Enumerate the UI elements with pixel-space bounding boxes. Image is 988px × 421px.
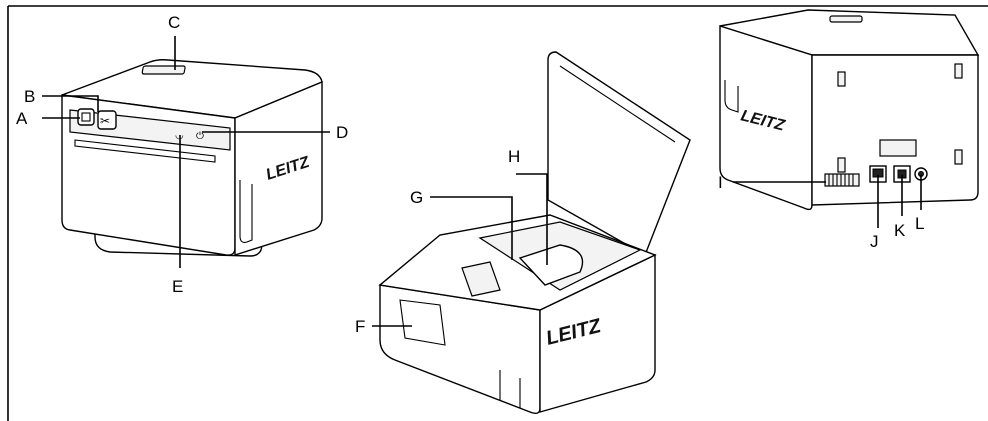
- callout-a: A: [16, 109, 28, 128]
- front-view-paper-slot: [141, 65, 186, 75]
- back-view-back-face: [811, 54, 979, 206]
- power-icon: ⏻: [196, 131, 204, 142]
- back-view-mount-1: [837, 71, 846, 87]
- callout-h: H: [508, 147, 520, 166]
- open-view-lid-edge: [559, 65, 676, 143]
- callout-k: K: [894, 221, 906, 240]
- back-view-vent-grille: [824, 173, 860, 187]
- open-view-cable-slot: [499, 370, 521, 408]
- back-view-paper-slot: [829, 15, 863, 23]
- open-view-lid: [547, 51, 691, 257]
- leader-h: [516, 173, 548, 265]
- back-view-mount-4: [954, 149, 963, 165]
- back-view-cable-slot: [724, 80, 739, 113]
- callout-d: D: [336, 123, 348, 142]
- open-view-display: [461, 261, 501, 297]
- front-view-paper-exit: [74, 139, 216, 163]
- callout-i: I: [718, 173, 723, 192]
- open-view-paper-roll: [518, 244, 584, 286]
- leader-b: [42, 95, 99, 112]
- open-view-side-face: [539, 253, 656, 413]
- feed-button-glyph: [81, 112, 91, 122]
- open-view: LEITZ: [372, 51, 691, 415]
- leader-g: [430, 196, 513, 260]
- back-view: LEITZ: [719, 9, 980, 228]
- front-view: ✂ ◡ ⏻ LEITZ: [42, 36, 330, 268]
- front-view-side-face: [234, 80, 323, 256]
- back-view-mount-2: [954, 63, 963, 79]
- scissors-glyph: ✂: [100, 114, 110, 128]
- back-view-mount-3: [837, 157, 846, 173]
- callout-b: B: [24, 87, 35, 106]
- back-view-side-face: [719, 25, 813, 211]
- scissors-icon: [97, 110, 117, 130]
- back-view-port-cover: [879, 139, 917, 157]
- callout-e: E: [172, 277, 183, 296]
- feed-button-icon: [77, 108, 95, 126]
- callout-l: L: [915, 214, 924, 233]
- callout-g: G: [410, 188, 423, 207]
- front-view-side-slot: [239, 180, 253, 243]
- callout-f: F: [355, 317, 365, 336]
- callout-c: C: [168, 13, 180, 32]
- callout-j: J: [870, 232, 879, 251]
